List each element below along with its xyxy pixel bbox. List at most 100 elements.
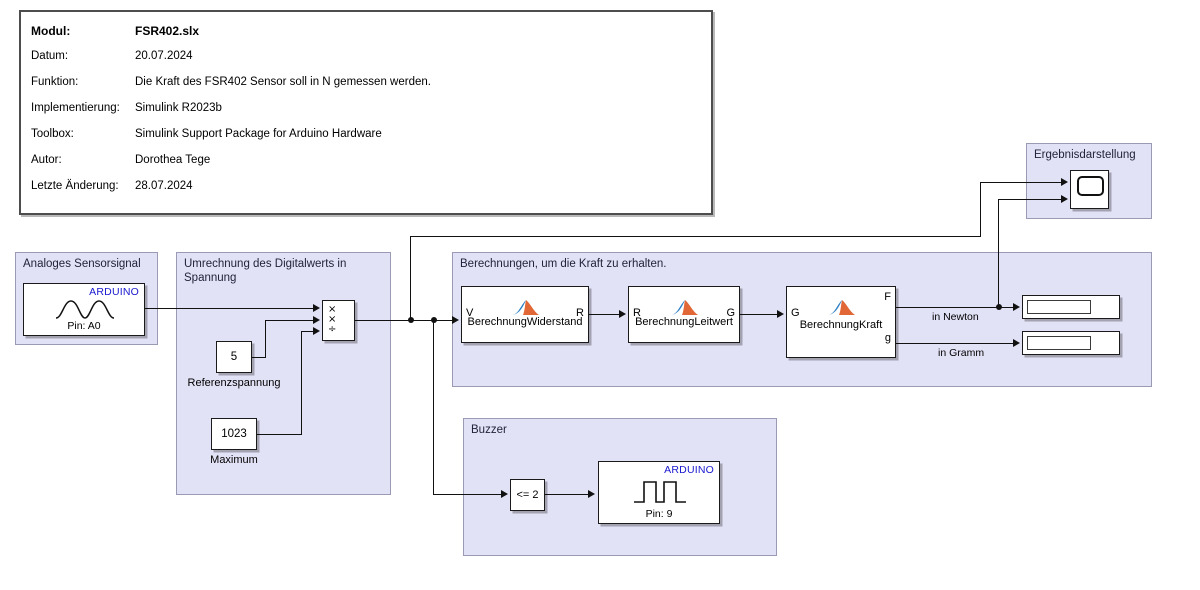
wire-scope-in2-h: [998, 199, 1062, 201]
wire-scope-in1-h: [980, 182, 1062, 184]
wire-ref-h2: [265, 320, 313, 322]
product-operator-3: ÷: [328, 324, 337, 335]
product-operator-1: ×: [328, 304, 337, 315]
constant-referenzspannung-label: Referenzspannung: [187, 377, 281, 389]
table-row: Funktion: Die Kraft des FSR402 Sensor so…: [31, 76, 711, 102]
info-value: 20.07.2024: [135, 50, 193, 62]
model-info-table: Modul: FSR402.slx Datum: 20.07.2024 Funk…: [19, 10, 713, 215]
wire-label-gramm: in Gramm: [938, 347, 985, 359]
wire-compare-to-digitalout: [545, 494, 588, 496]
wire-leitwert-to-kraft: [740, 314, 777, 316]
matlab-membrane-icon: [513, 300, 539, 315]
pin-label: Pin: A0: [67, 320, 101, 332]
wire-max-h1: [257, 434, 302, 436]
wire-max-h2: [301, 331, 313, 333]
scope-icon: [1077, 176, 1104, 196]
model-info-rows: Modul: FSR402.slx Datum: 20.07.2024 Funk…: [21, 12, 711, 206]
info-key: Toolbox:: [31, 128, 74, 140]
wire-arrow: [452, 316, 459, 324]
input-port-label: G: [791, 307, 800, 319]
group-title: Umrechnung des Digitalwerts in Spannung: [184, 258, 347, 284]
wire-kraft-g-to-display: [896, 343, 1013, 345]
info-value: Dorothea Tege: [135, 154, 211, 166]
wire-junction-scope: [408, 317, 414, 323]
analog-input-block[interactable]: ARDUINO Pin: A0: [23, 283, 145, 336]
group-title: Berechnungen, um die Kraft zu erhalten.: [460, 258, 667, 270]
wire-arrow: [313, 304, 320, 312]
matlab-function-berechnung-leitwert[interactable]: R G BerechnungLeitwert: [628, 286, 740, 343]
display-value-field: [1027, 336, 1091, 350]
wire-ref-h1: [252, 357, 266, 359]
info-key: Modul:: [31, 24, 71, 38]
wire-arrow: [588, 490, 595, 498]
wire-product-to-widerstand: [355, 320, 452, 322]
wire-arrow: [501, 490, 508, 498]
wire-arrow: [313, 316, 320, 324]
constant-value: 5: [230, 351, 238, 363]
function-name: BerechnungLeitwert: [635, 316, 733, 328]
scope-block[interactable]: [1070, 170, 1109, 209]
wire-arrow: [1061, 178, 1068, 186]
wire-branch-up-v: [410, 236, 412, 320]
square-wave-icon: [634, 481, 686, 503]
info-value: Simulink Support Package for Arduino Har…: [135, 128, 382, 140]
constant-maximum-label: Maximum: [210, 454, 258, 466]
wire-arrow: [1013, 303, 1020, 311]
table-row: Autor: Dorothea Tege: [31, 154, 711, 180]
constant-maximum-block[interactable]: 1023: [211, 418, 257, 450]
display-value-field: [1027, 300, 1091, 314]
wire-scope-in1-v: [980, 182, 982, 237]
table-row: Letzte Änderung: 28.07.2024: [31, 180, 711, 206]
info-value: FSR402.slx: [135, 24, 200, 38]
info-key: Letzte Änderung:: [31, 180, 119, 192]
display-newton-block[interactable]: [1022, 295, 1120, 319]
wire-scope-in2-v: [998, 199, 1000, 308]
compare-to-constant-block[interactable]: <= 2: [510, 479, 545, 511]
table-row: Modul: FSR402.slx: [31, 24, 711, 50]
info-key: Autor:: [31, 154, 62, 166]
input-port-label: V: [466, 307, 474, 319]
table-row: Implementierung: Simulink R2023b: [31, 102, 711, 128]
info-value: Die Kraft des FSR402 Sensor soll in N ge…: [135, 76, 431, 88]
wire-branch-down-v: [433, 320, 435, 495]
matlab-function-berechnung-kraft[interactable]: G F g BerechnungKraft: [786, 286, 896, 358]
function-name: BerechnungWiderstand: [467, 316, 583, 328]
wire-widerstand-to-leitwert: [589, 314, 619, 316]
constant-value: 1023: [221, 428, 247, 440]
constant-referenzspannung-block[interactable]: 5: [216, 341, 252, 373]
info-key: Implementierung:: [31, 102, 120, 114]
digital-output-block[interactable]: ARDUINO Pin: 9: [598, 461, 720, 524]
compare-expression: <= 2: [516, 489, 539, 501]
wire-arrow: [1061, 195, 1068, 203]
wire-analog-to-product: [145, 308, 313, 310]
info-key: Funktion:: [31, 76, 79, 88]
wire-arrow: [619, 310, 626, 318]
product-operators: × × ÷: [328, 305, 336, 335]
arduino-vendor-tag: ARDUINO: [664, 464, 714, 476]
product-block[interactable]: × × ÷: [322, 300, 355, 341]
matlab-function-berechnung-widerstand[interactable]: V R BerechnungWiderstand: [461, 286, 589, 343]
table-row: Toolbox: Simulink Support Package for Ar…: [31, 128, 711, 154]
wire-label-newton: in Newton: [932, 311, 979, 323]
group-title: Buzzer: [471, 424, 507, 436]
output-port-label-g: g: [884, 332, 891, 344]
wire-branch-up-h: [410, 236, 981, 238]
wire-arrow: [777, 310, 784, 318]
group-title: Analoges Sensorsignal: [23, 258, 141, 270]
wire-arrow: [313, 327, 320, 335]
output-port-label-f: F: [884, 291, 891, 303]
wire-ref-v: [265, 320, 267, 358]
wire-max-v: [301, 331, 303, 435]
info-value: 28.07.2024: [135, 180, 193, 192]
info-value: Simulink R2023b: [135, 102, 222, 114]
output-port-label: R: [576, 307, 584, 319]
info-key: Datum:: [31, 50, 69, 62]
function-name: BerechnungKraft: [799, 319, 883, 331]
product-operator-2: ×: [328, 314, 337, 325]
output-port-label: G: [726, 307, 735, 319]
display-gramm-block[interactable]: [1022, 331, 1120, 355]
wire-kraft-f-to-display: [896, 307, 1013, 309]
pin-label: Pin: 9: [645, 508, 673, 520]
matlab-membrane-icon: [672, 300, 698, 315]
